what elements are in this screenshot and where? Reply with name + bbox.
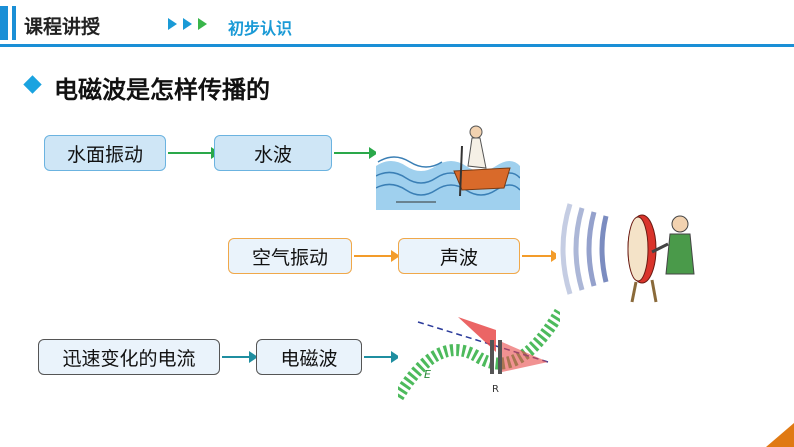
arrow-icon	[364, 351, 400, 363]
corner-triangle-icon	[766, 423, 794, 447]
header-title: 课程讲授	[24, 16, 101, 38]
header-bar: 课程讲授 初步认识	[0, 0, 794, 48]
header-accent-bar	[0, 6, 8, 40]
source-box-current: 迅速变化的电流	[38, 339, 220, 375]
em-label-r: R	[492, 384, 499, 395]
arrow-icon	[354, 250, 400, 262]
bullet-diamond-icon	[23, 75, 42, 94]
boat-water-wave-icon	[376, 116, 520, 210]
source-box-water: 水面振动	[44, 135, 166, 171]
arrow-icon	[334, 147, 378, 159]
header-subtitle: 初步认识	[228, 19, 293, 38]
em-wave-diagram-icon: E R	[398, 302, 560, 412]
source-box-air: 空气振动	[228, 238, 352, 274]
section-title: 电磁波是怎样传播的	[54, 76, 270, 104]
wave-box-sound: 声波	[398, 238, 520, 274]
header-arrows-icon	[168, 18, 207, 30]
arrow-icon	[522, 250, 560, 262]
em-label-e: E	[424, 368, 431, 381]
arrow-icon	[168, 147, 220, 159]
wave-box-water: 水波	[214, 135, 332, 171]
drum-sound-wave-icon	[556, 194, 702, 304]
wave-box-em: 电磁波	[256, 339, 362, 375]
header-divider	[0, 44, 794, 47]
header-accent-bar-thin	[12, 6, 16, 40]
arrow-icon	[222, 351, 258, 363]
